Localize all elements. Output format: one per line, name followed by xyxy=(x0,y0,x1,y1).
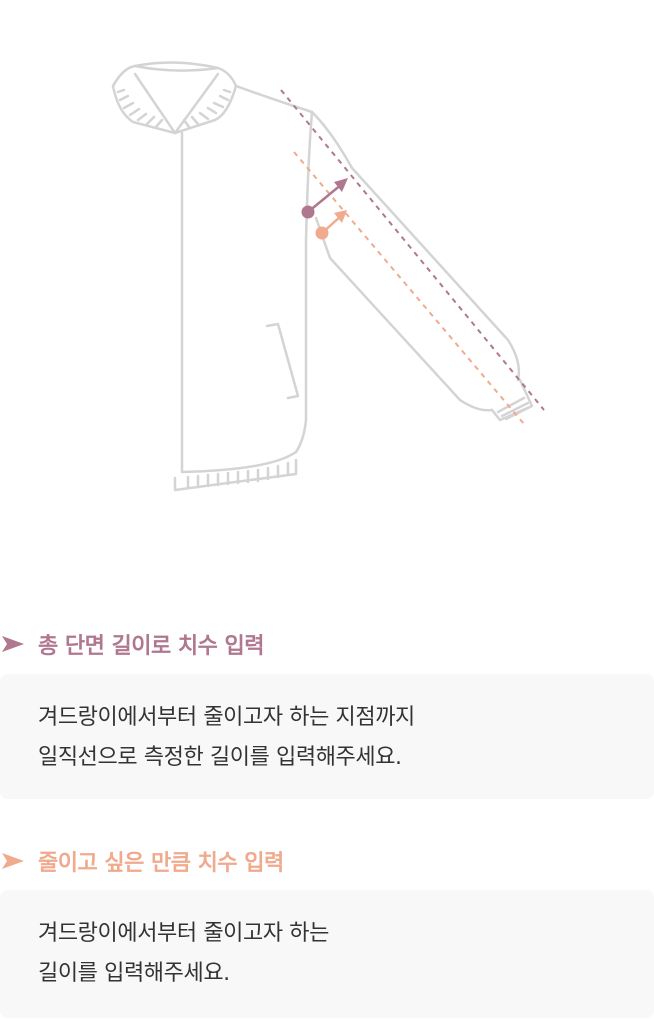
section-title-reduce-text: 줄이고 싶은 만큼 치수 입력 xyxy=(38,851,284,876)
section-title-reduce: 줄이고 싶은 만큼 치수 입력 xyxy=(0,844,284,878)
description-line: 일직선으로 측정한 길이를 입력해주세요. xyxy=(38,745,402,770)
description-line: 겨드랑이에서부터 줄이고자 하는 지점까지 xyxy=(38,705,415,730)
section-title-total: 총 단면 길이로 치수 입력 xyxy=(0,627,265,661)
total-length-arrow-icon xyxy=(301,178,348,219)
dotted-line-reduce-length xyxy=(293,151,525,425)
play-arrow-icon xyxy=(2,636,24,652)
reduce-length-arrow-icon xyxy=(315,210,347,240)
play-arrow-icon xyxy=(2,853,24,869)
description-line: 길이를 입력해주세요. xyxy=(38,961,230,986)
jacket-measurement-illustration xyxy=(111,61,545,492)
section-description-total: 겨드랑이에서부터 줄이고자 하는 지점까지 일직선으로 측정한 길이를 입력해주… xyxy=(0,674,654,799)
section-description-reduce: 겨드랑이에서부터 줄이고자 하는 길이를 입력해주세요. xyxy=(0,890,654,1018)
description-line: 겨드랑이에서부터 줄이고자 하는 xyxy=(38,921,329,946)
section-title-total-text: 총 단면 길이로 치수 입력 xyxy=(38,634,265,659)
dotted-line-total-length xyxy=(280,89,545,411)
jacket-outline xyxy=(111,61,534,492)
